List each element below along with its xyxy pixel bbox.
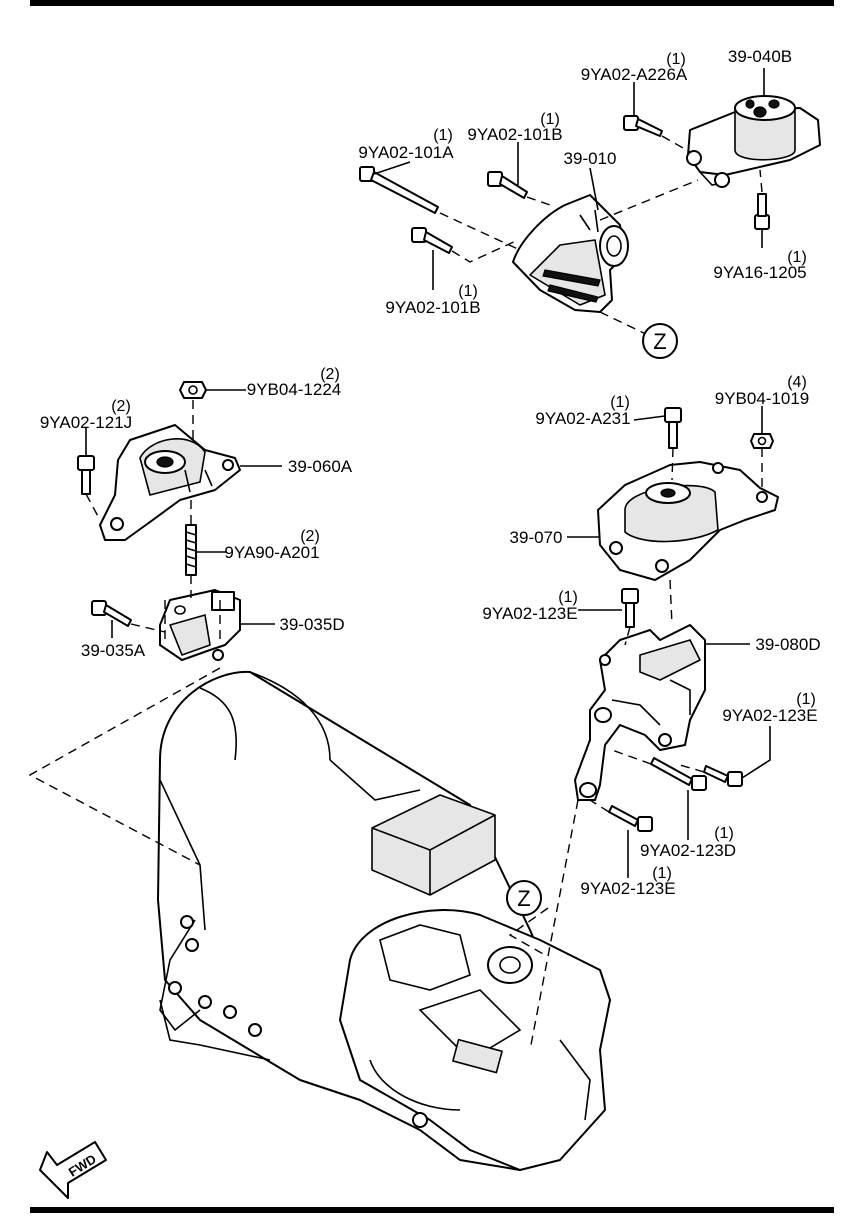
bolt-9YA02-101A <box>359 166 439 214</box>
top-border <box>30 0 834 6</box>
mount-39-010 <box>512 194 629 313</box>
bolt-39-035A <box>91 600 132 627</box>
qty-9YA02-123E-lower: (1) <box>652 865 672 882</box>
mount-39-070 <box>597 461 779 581</box>
label-9YA02-101B-lower: 9YA02-101B <box>385 298 480 317</box>
label-9YA02-123E-lower: 9YA02-123E <box>580 879 675 898</box>
label-9YA02-123D: 9YA02-123D <box>640 841 736 860</box>
label-39-035D: 39-035D <box>279 615 344 634</box>
qty-9YA02-101B-lower: (1) <box>458 283 478 300</box>
label-9YA02-A226A: 9YA02-A226A <box>581 65 688 84</box>
assembly-dashed-lines <box>28 135 763 1051</box>
label-9YA02-123E-right: 9YA02-123E <box>722 706 817 725</box>
callout-z-upper: Z <box>642 323 678 359</box>
label-39-080D: 39-080D <box>755 635 820 654</box>
qty-9YB04-1019: (4) <box>787 374 807 391</box>
stud-9YA90-A201 <box>185 524 197 576</box>
callout-z-lower: Z <box>506 880 542 916</box>
mount-39-060A <box>99 424 241 541</box>
label-39-040B: 39-040B <box>728 47 792 66</box>
nut-9YB04-1224 <box>179 381 207 399</box>
qty-9YA02-A231: (1) <box>610 394 630 411</box>
qty-9YA02-101A: (1) <box>433 127 453 144</box>
qty-9YA02-123D: (1) <box>714 825 734 842</box>
label-9YA16-1205: 9YA16-1205 <box>713 263 806 282</box>
qty-9YA02-123E-right: (1) <box>796 691 816 708</box>
label-39-060A: 39-060A <box>288 457 353 476</box>
mount-39-040B <box>686 95 821 188</box>
label-9YA02-A231: 9YA02-A231 <box>535 409 630 428</box>
label-9YB04-1019: 9YB04-1019 <box>715 389 810 408</box>
label-9YA90-A201: 9YA90-A201 <box>224 543 319 562</box>
bolt-9YA16-1205 <box>754 193 770 230</box>
nut-9YB04-1019 <box>750 433 774 449</box>
qty-9YA02-A226A: (1) <box>666 51 686 68</box>
leader-lines <box>85 68 771 878</box>
bolt-9YA02-123D <box>650 757 707 791</box>
callout-z-upper-text: Z <box>653 329 666 354</box>
qty-9YA02-101B-upper: (1) <box>540 111 560 128</box>
bracket-39-080D <box>574 624 706 801</box>
bolt-9YA02-A226A <box>623 115 663 137</box>
label-9YA02-101A: 9YA02-101A <box>358 143 454 162</box>
label-39-070: 39-070 <box>510 528 563 547</box>
part-labels: 39-040B (1) 9YA02-A226A (1) 9YA02-101B (… <box>40 47 821 898</box>
label-9YA02-101B-upper: 9YA02-101B <box>467 125 562 144</box>
engine-transmission-assembly <box>157 670 611 1171</box>
label-9YB04-1224: 9YB04-1224 <box>247 380 342 399</box>
bolt-9YA02-123E-right <box>703 765 743 787</box>
bracket-39-035D <box>159 589 241 661</box>
label-9YA02-121J: 9YA02-121J <box>40 413 132 432</box>
bolt-9YA02-101B-upper <box>487 171 528 199</box>
qty-9YB04-1224: (2) <box>320 366 340 383</box>
bolt-9YA02-121J <box>77 455 95 495</box>
bolt-9YA02-123E-upper <box>621 588 639 628</box>
bolt-9YA02-101B-lower <box>411 227 453 254</box>
qty-9YA90-A201: (2) <box>300 528 320 545</box>
qty-9YA02-123E-upper: (1) <box>558 589 578 606</box>
qty-9YA16-1205: (1) <box>787 249 807 266</box>
label-9YA02-123E-upper: 9YA02-123E <box>482 604 577 623</box>
label-39-035A: 39-035A <box>81 641 146 660</box>
bolt-9YA02-123E-lower <box>608 805 653 832</box>
qty-9YA02-121J: (2) <box>111 398 131 415</box>
callout-z-lower-text: Z <box>517 886 530 911</box>
label-39-010: 39-010 <box>564 149 617 168</box>
bolt-9YA02-A231 <box>664 407 682 449</box>
bottom-border <box>30 1207 834 1213</box>
fwd-arrow: FWD <box>39 1141 107 1199</box>
